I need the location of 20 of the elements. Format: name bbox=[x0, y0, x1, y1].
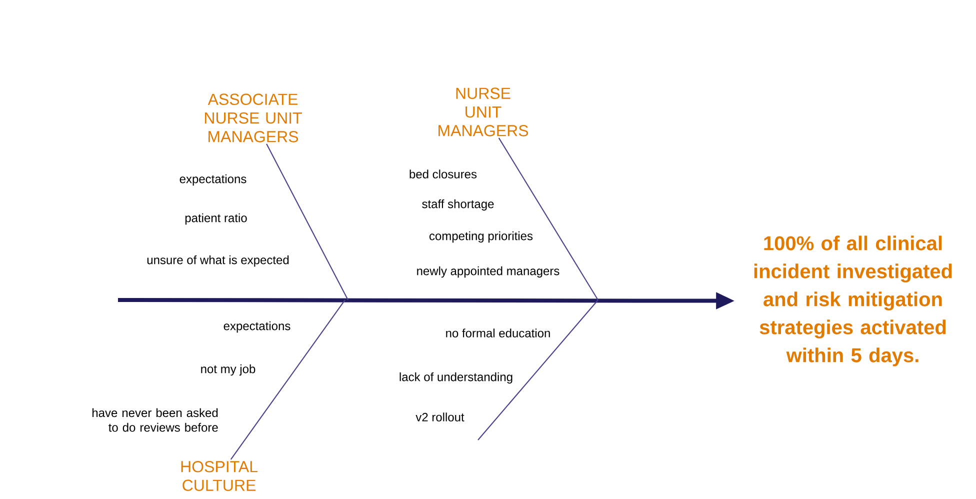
cause-label: not my job bbox=[201, 364, 256, 376]
cause-label: bed closures bbox=[410, 170, 477, 178]
category-label: HOSPITAL CULTURE bbox=[181, 461, 258, 491]
cause-label: competing priorities bbox=[429, 231, 533, 243]
cause-label: no formal education bbox=[446, 328, 550, 338]
cause-label: lack of understanding bbox=[400, 372, 512, 384]
bone-line bbox=[230, 300, 346, 460]
cause-label: v2 rollout bbox=[416, 412, 464, 422]
cause-label: patient ratio bbox=[185, 213, 247, 225]
cause-label: expectations bbox=[224, 321, 290, 333]
category-label: NURSE UNIT MANAGERS bbox=[438, 88, 528, 136]
cause-label: newly appointed managers bbox=[417, 266, 560, 278]
effect-label: 100% of all clinical incident investigated and risk mitigation strategies activated within 5 days. bbox=[754, 236, 952, 366]
bone-line bbox=[498, 138, 598, 300]
cause-label: unsure of what is expected bbox=[147, 255, 289, 267]
cause-label: expectations bbox=[180, 174, 246, 186]
cause-label: have never been asked to do reviews before bbox=[92, 408, 218, 432]
cause-label: staff shortage bbox=[422, 199, 494, 211]
category-label: ASSOCIATE NURSE UNIT MANAGERS bbox=[205, 94, 302, 142]
bone-line bbox=[266, 144, 348, 300]
